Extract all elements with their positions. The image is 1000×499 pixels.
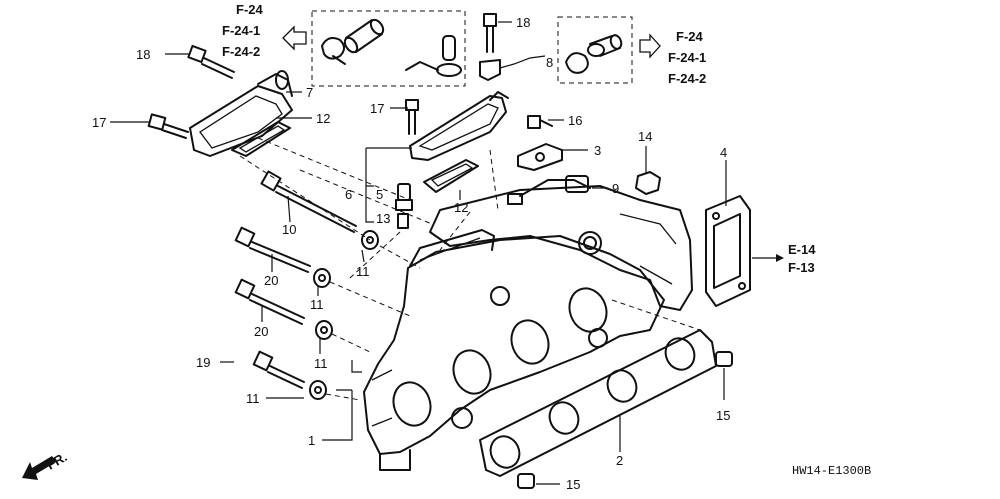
front-label: FR. <box>44 449 70 472</box>
callout-8: 8 <box>546 55 553 70</box>
ref-right-1: F-24 <box>676 29 704 44</box>
exhaust-ref-arrow-head <box>776 254 784 262</box>
callout-2: 2 <box>616 453 623 468</box>
washer-11-upper <box>313 268 331 288</box>
plate-3 <box>517 143 563 171</box>
bolt-17-left <box>147 113 189 139</box>
left-hose-group-box <box>311 10 466 87</box>
callout-11-upper: 11 <box>310 297 324 312</box>
right-ref-arrow <box>639 33 661 59</box>
bolt-20-lower <box>234 278 305 325</box>
callout-16: 16 <box>568 113 582 128</box>
right-hose <box>587 34 623 57</box>
ref-left-3: F-24-2 <box>222 44 260 59</box>
dowel-pin-15-bottom <box>517 473 535 489</box>
dowel-pin-15-right <box>715 351 733 367</box>
washer-13 <box>397 213 409 229</box>
callout-12-left: 12 <box>316 111 330 126</box>
washer-11-middle <box>315 320 333 340</box>
left-ref-arrow <box>282 25 307 51</box>
callout-17-center: 17 <box>370 101 384 116</box>
callout-11-lower: 11 <box>246 391 260 406</box>
leader-lines <box>110 21 727 485</box>
assembly-guide-lines <box>239 137 701 401</box>
callout-15-right: 15 <box>716 408 730 423</box>
callout-18-top: 18 <box>516 15 530 30</box>
callout-11-middle: 11 <box>314 356 328 371</box>
callout-9: 9 <box>612 181 619 196</box>
callout-13: 13 <box>376 211 390 226</box>
ref-right-3: F-24-2 <box>668 71 706 86</box>
front-direction-indicator: FR. <box>22 449 70 480</box>
water-passage <box>409 91 509 161</box>
callout-14: 14 <box>638 129 652 144</box>
water-outlet-housing-left <box>189 70 293 157</box>
ref-right-2: F-24-1 <box>668 50 706 65</box>
exhaust-manifold-1 <box>363 229 665 471</box>
callout-20-lower: 20 <box>254 324 268 339</box>
exhaust-flange-gasket-4 <box>705 195 751 307</box>
callout-11-top: 11 <box>356 264 370 279</box>
callout-19: 19 <box>196 355 210 370</box>
sensor-5 <box>395 183 413 211</box>
ref-left-1: F-24 <box>236 2 264 17</box>
ref-exhaust-1: E-14 <box>788 242 816 257</box>
right-hose-group-box <box>557 16 633 84</box>
callout-7: 7 <box>306 85 313 100</box>
washer-11-lower <box>309 380 327 400</box>
diagram-code: HW14-E1300B <box>792 464 871 478</box>
center-hose-and-clamp <box>405 35 462 77</box>
gasket-12-center <box>423 159 479 193</box>
callout-10: 10 <box>282 222 296 237</box>
bolt-19 <box>252 350 305 389</box>
ref-left-2: F-24-1 <box>222 23 260 38</box>
callout-20-upper: 20 <box>264 273 278 288</box>
callout-5: 5 <box>376 187 383 202</box>
oxygen-sensor-9 <box>507 175 591 205</box>
bolt-20-upper <box>234 226 311 273</box>
callout-17-left: 17 <box>92 115 106 130</box>
bolt-17-center <box>405 99 419 135</box>
manifold-upper-section <box>429 185 693 311</box>
callout-12-center: 12 <box>454 200 468 215</box>
bolt-18-top <box>483 13 497 53</box>
ref-exhaust-2: F-13 <box>788 260 815 275</box>
callout-18-left: 18 <box>136 47 150 62</box>
long-bolt-10 <box>260 170 357 233</box>
callout-1: 1 <box>308 433 315 448</box>
gasket-12-left <box>231 121 291 157</box>
callout-3: 3 <box>594 143 601 158</box>
left-hose <box>343 18 385 54</box>
bracket-8 <box>479 59 501 81</box>
right-hose-clamp <box>565 52 589 74</box>
callout-6: 6 <box>345 187 352 202</box>
callout-4: 4 <box>720 145 727 160</box>
callout-15-bottom: 15 <box>566 477 580 492</box>
bolt-16 <box>527 115 553 129</box>
nut-14 <box>635 171 661 195</box>
bolt-18-left <box>187 44 235 79</box>
left-hose-clamp <box>321 37 346 65</box>
